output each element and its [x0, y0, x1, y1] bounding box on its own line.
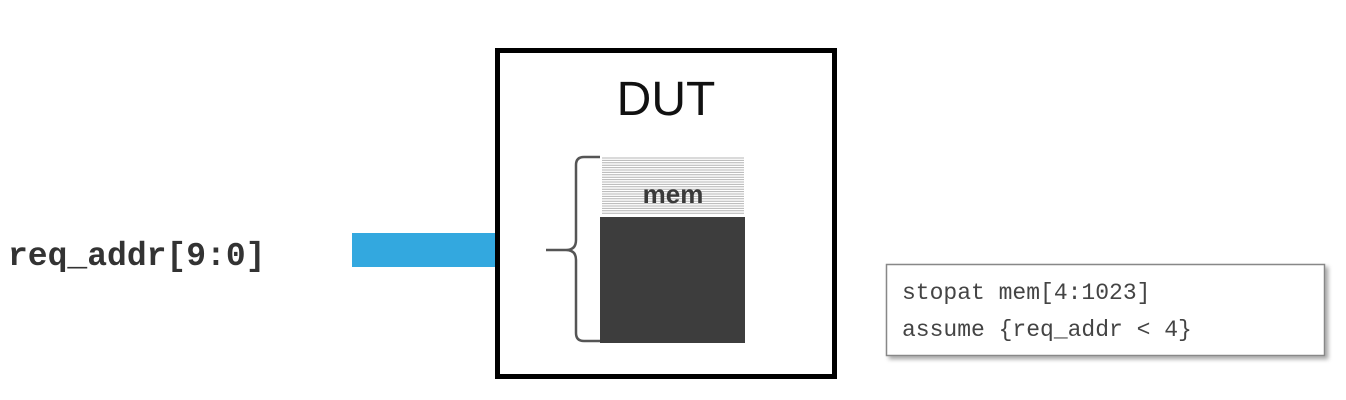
memory-bracket: [546, 155, 600, 343]
memory-label: mem: [643, 179, 704, 209]
constraint-code-box: stopat mem[4:1023] assume {req_addr < 4}: [885, 263, 1326, 357]
memory-solid-block: [600, 217, 745, 343]
signal-label: req_addr[9:0]: [8, 238, 265, 275]
dut-title: DUT: [617, 73, 716, 126]
code-line-stopat: stopat mem[4:1023]: [902, 280, 1150, 306]
memory-striped-region: [602, 157, 744, 214]
dut-block: DUT mem: [495, 48, 837, 379]
code-line-assume: assume {req_addr < 4}: [902, 317, 1192, 343]
code-box-border: [885, 263, 1326, 357]
